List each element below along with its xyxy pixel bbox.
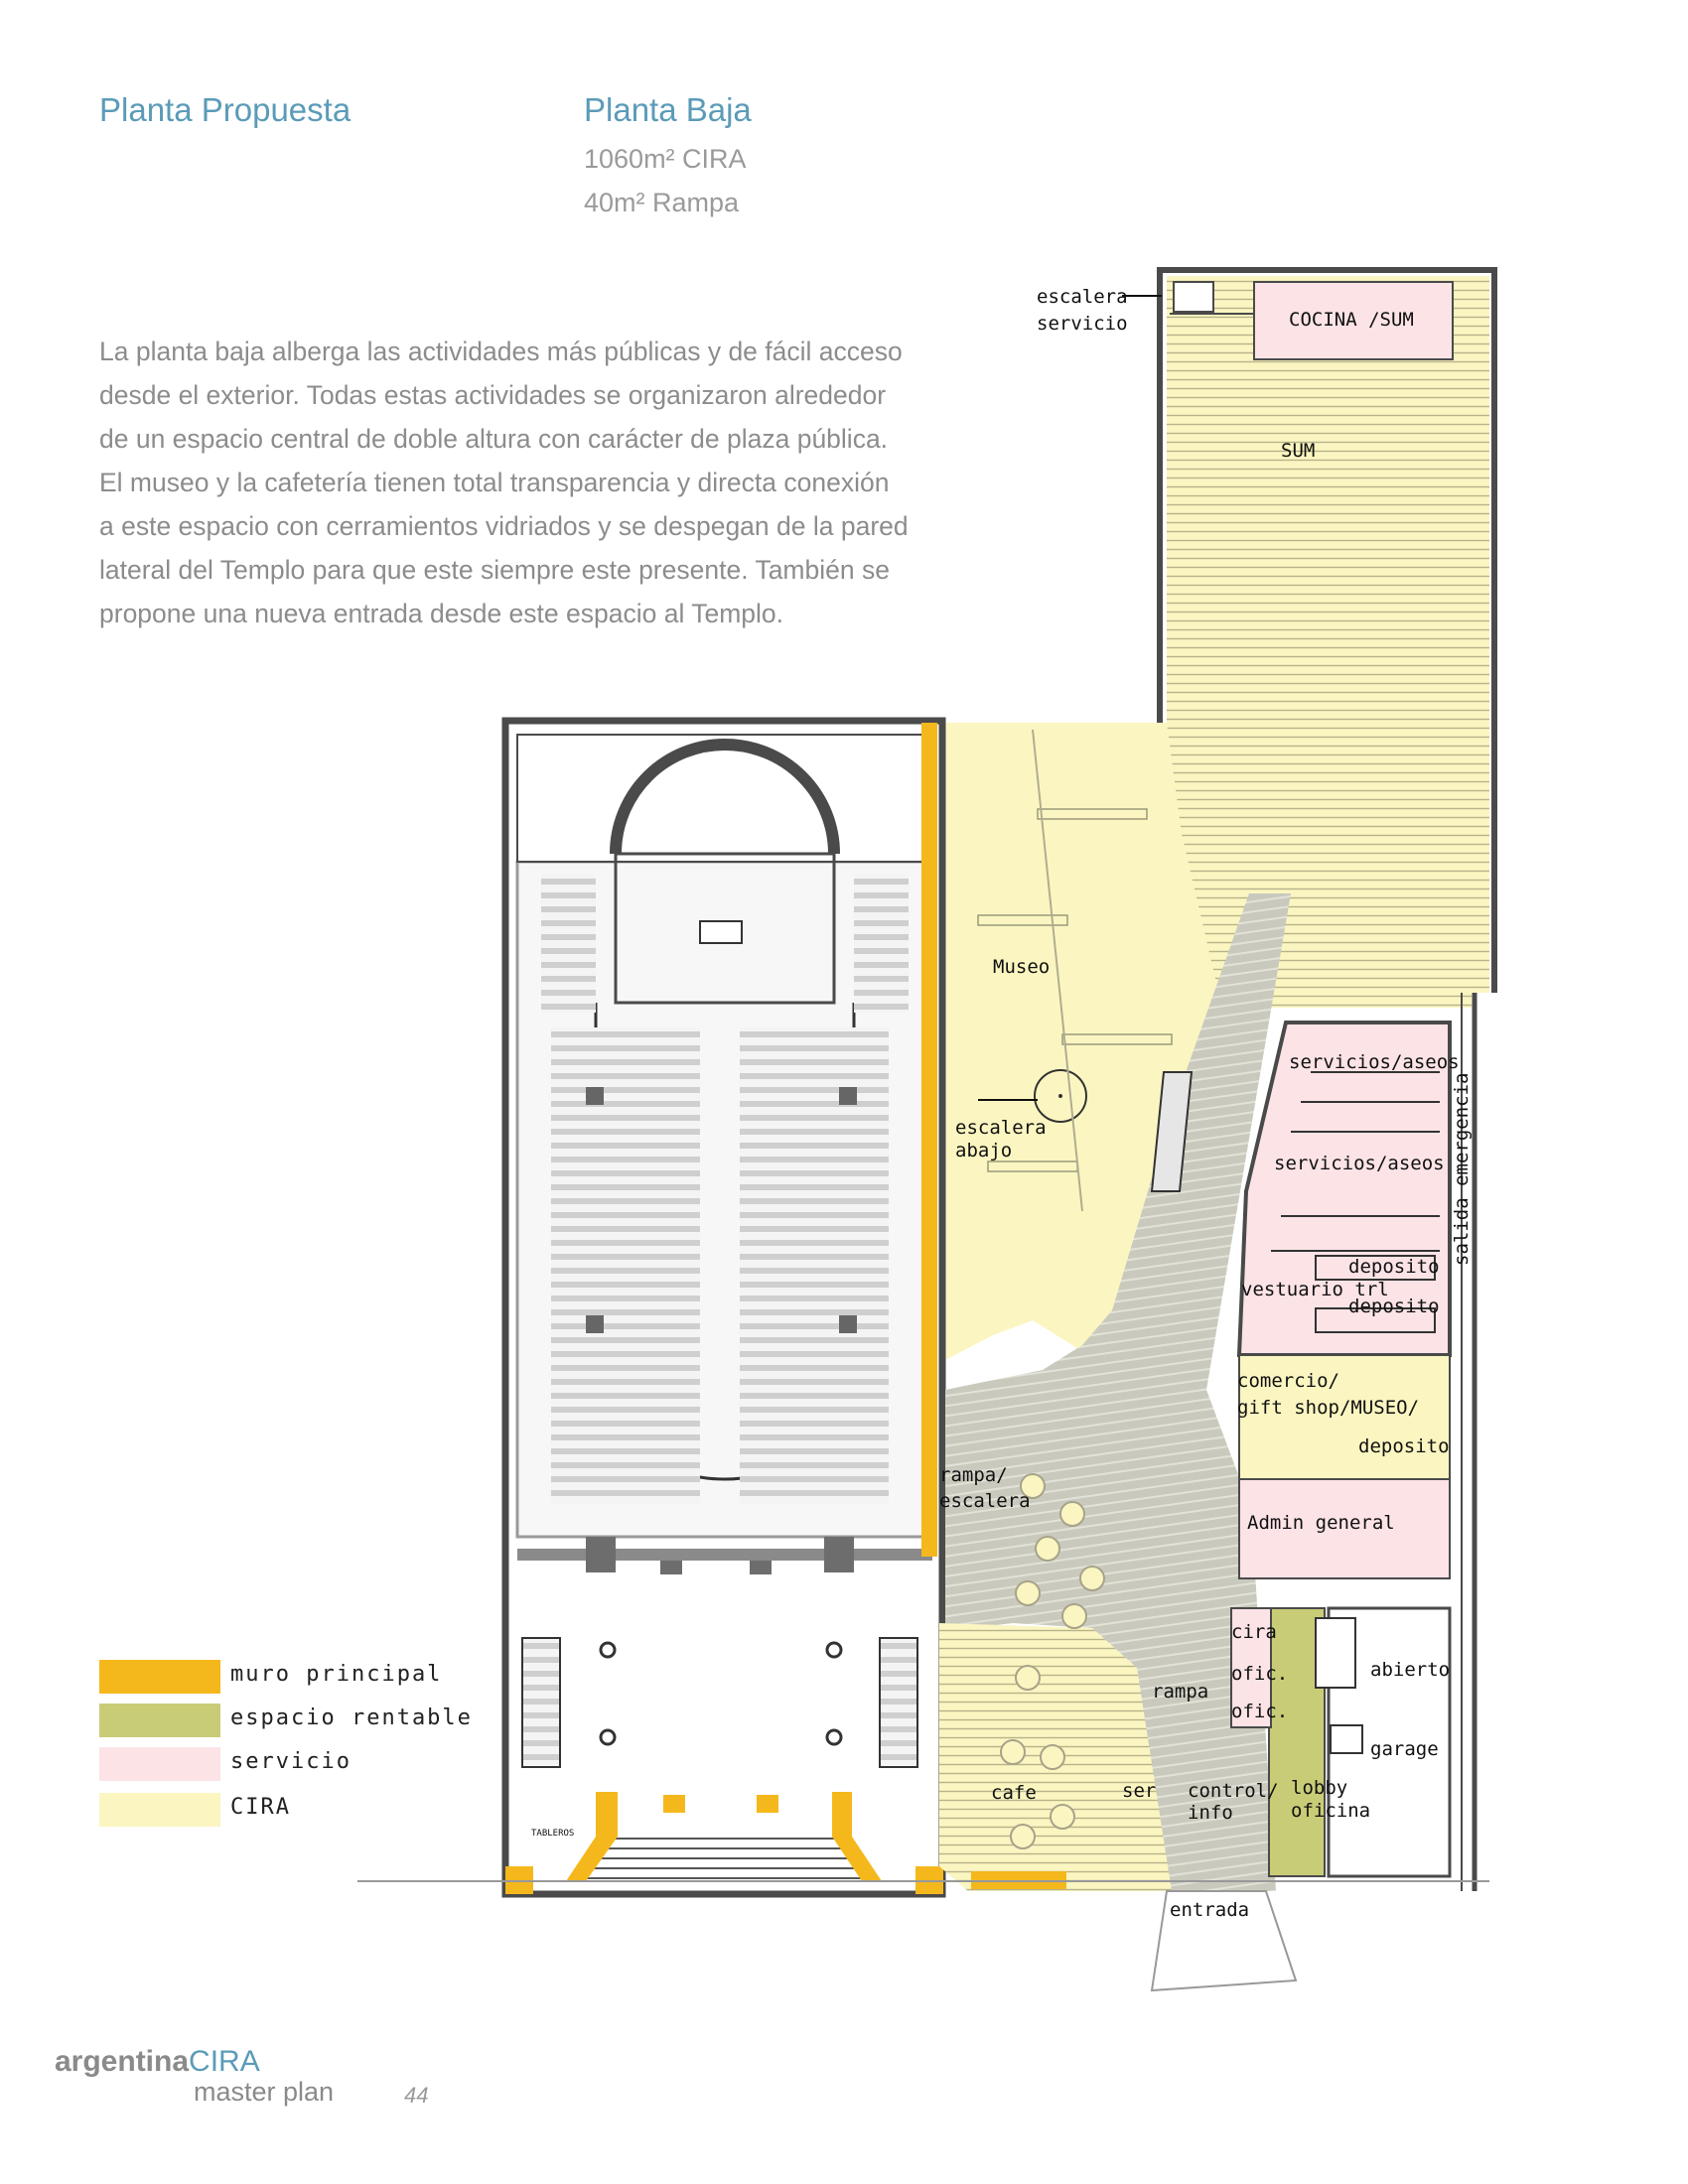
label-control: control/ bbox=[1188, 1780, 1279, 1802]
label-control-2: info bbox=[1188, 1802, 1233, 1824]
label-ofic-2: ofic. bbox=[1231, 1701, 1288, 1722]
intro-paragraph: La planta baja alberga las actividades m… bbox=[99, 330, 953, 635]
templo bbox=[501, 717, 946, 1898]
label-deposito-2: deposito bbox=[1348, 1296, 1440, 1317]
legend-swatch bbox=[99, 1660, 220, 1694]
label-lobby-2: oficina bbox=[1291, 1800, 1370, 1822]
comercio-area bbox=[1238, 1354, 1451, 1480]
label-salida-emergencia: salida emergencia bbox=[1451, 1073, 1473, 1266]
label-ofic-1: ofic. bbox=[1231, 1663, 1288, 1685]
label-deposito-1: deposito bbox=[1348, 1256, 1440, 1278]
intro-line: La planta baja alberga las actividades m… bbox=[99, 337, 903, 366]
legend-swatch bbox=[99, 1793, 220, 1827]
label-lobby: lobby bbox=[1291, 1777, 1347, 1799]
label-escalera-abajo-2: abajo bbox=[955, 1140, 1012, 1161]
brand-subtitle: master plan bbox=[194, 2077, 335, 2107]
area-rampa: 40m² Rampa bbox=[584, 188, 740, 217]
intro-line: desde el exterior. Todas estas actividad… bbox=[99, 380, 887, 410]
brand-name-b: CIRA bbox=[189, 2045, 260, 2078]
label-rampa: rampa bbox=[1152, 1681, 1208, 1703]
brand-name-a: argentina bbox=[55, 2045, 190, 2078]
label-vestuario: vestuario trl bbox=[1241, 1279, 1389, 1300]
label-comercio-2: gift shop/MUSEO/ bbox=[1237, 1397, 1419, 1419]
label-tableros: TABLEROS bbox=[531, 1829, 574, 1839]
label-comercio: comercio/ bbox=[1237, 1370, 1339, 1392]
label-admin: Admin general bbox=[1247, 1512, 1395, 1534]
label-abierto: abierto bbox=[1370, 1659, 1450, 1681]
label-cafe: cafe bbox=[991, 1782, 1037, 1804]
legend-label: muro principal bbox=[230, 1662, 443, 1687]
label-museo: Museo bbox=[993, 956, 1050, 978]
label-cocina-sum: COCINA /SUM bbox=[1289, 309, 1414, 331]
legend-label: servicio bbox=[230, 1749, 352, 1774]
label-escalera-servicio-2: servicio bbox=[1037, 313, 1128, 335]
label-rampa-escalera: rampa/ bbox=[939, 1464, 1008, 1486]
label-ser: ser bbox=[1122, 1780, 1156, 1802]
intro-line: propone una nueva entrada desde este esp… bbox=[99, 599, 784, 628]
floor-title: Planta Baja bbox=[584, 91, 752, 128]
page-title: Planta Propuesta bbox=[99, 91, 352, 128]
label-garage: garage bbox=[1370, 1738, 1439, 1760]
label-servicios-aseos-1: servicios/aseos bbox=[1289, 1051, 1460, 1073]
entrance-outline bbox=[1150, 1890, 1298, 1992]
label-deposito-3: deposito bbox=[1358, 1435, 1450, 1457]
legend-label: espacio rentable bbox=[230, 1706, 473, 1730]
legend-swatch bbox=[99, 1747, 220, 1781]
label-sum: SUM bbox=[1281, 440, 1315, 462]
label-escalera-servicio: escalera bbox=[1037, 286, 1128, 308]
label-servicios-aseos-2: servicios/aseos bbox=[1274, 1153, 1445, 1174]
servicios-area bbox=[1236, 1021, 1452, 1579]
ramp bbox=[945, 893, 1291, 1891]
label-escalera-abajo: escalera bbox=[955, 1117, 1047, 1139]
intro-line: El museo y la cafetería tienen total tra… bbox=[99, 468, 890, 497]
muro-principal bbox=[921, 723, 937, 1557]
intro-line: lateral del Templo para que este siempre… bbox=[99, 555, 890, 585]
cafe-area bbox=[939, 1473, 1172, 1891]
legend-swatch bbox=[99, 1704, 220, 1737]
intro-line: a este espacio con cerramientos vidriado… bbox=[99, 511, 909, 541]
label-entrada: entrada bbox=[1170, 1899, 1249, 1921]
label-rampa-escalera-2: escalera bbox=[939, 1490, 1031, 1512]
legend-label: CIRA bbox=[230, 1795, 291, 1820]
area-cira: 1060m² CIRA bbox=[584, 144, 747, 174]
label-cira: cira bbox=[1231, 1621, 1277, 1643]
intro-line: de un espacio central de doble altura co… bbox=[99, 424, 889, 454]
sum-area bbox=[1157, 267, 1497, 1008]
brand-logo: argentinaCIRA bbox=[55, 2045, 260, 2079]
page-number: 44 bbox=[404, 2083, 429, 2108]
